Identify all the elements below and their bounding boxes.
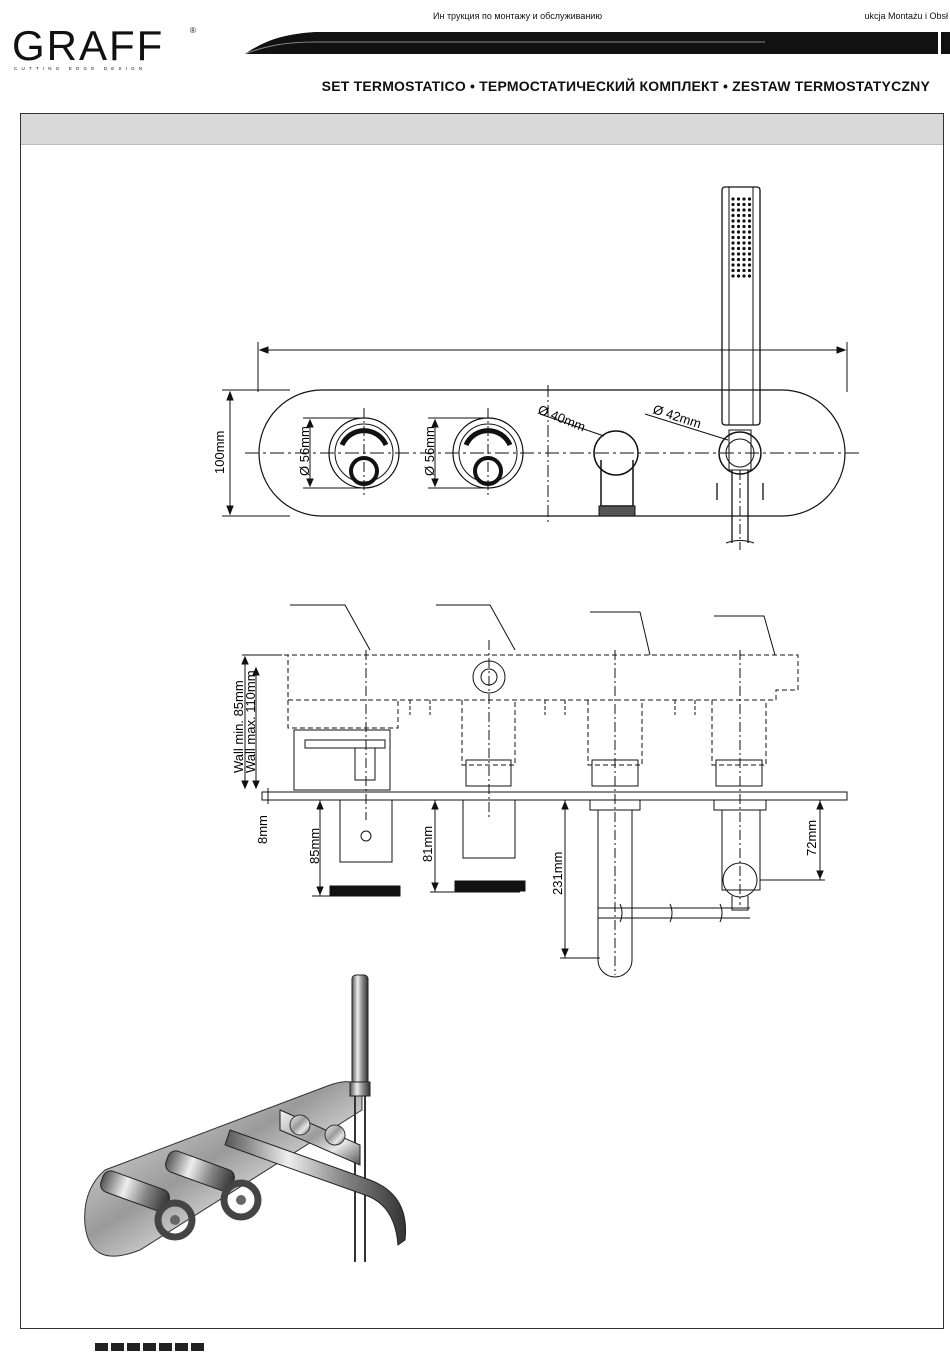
footer-square [191, 1343, 204, 1351]
knob1-diameter-label: Ø 56mm [297, 426, 312, 476]
holder-depth-label: 72mm [804, 820, 819, 856]
spray-dot [742, 214, 745, 217]
footer-square [143, 1343, 156, 1351]
holder-diameter-label: Ø 42mm [651, 402, 703, 432]
spray-dot [748, 263, 751, 266]
spray-dot [742, 258, 745, 261]
spray-dot [748, 252, 751, 255]
spray-dot [748, 258, 751, 261]
spray-dot [742, 263, 745, 266]
spray-dot [737, 247, 740, 250]
product-illustration [85, 975, 406, 1262]
spray-dot [737, 230, 740, 233]
spray-dot [737, 208, 740, 211]
spray-dot [731, 197, 734, 200]
spray-dot [731, 269, 734, 272]
spray-dot [742, 247, 745, 250]
spray-dot [748, 236, 751, 239]
plate-thickness-label: 8mm [255, 815, 270, 844]
footer-square [159, 1343, 172, 1351]
spray-dot [742, 236, 745, 239]
footer-square [95, 1343, 108, 1351]
spray-dot [737, 263, 740, 266]
footer-marker-squares [95, 1343, 204, 1351]
spray-dot [737, 274, 740, 277]
spray-dot [731, 274, 734, 277]
spray-dot [737, 258, 740, 261]
spray-dot [731, 241, 734, 244]
spray-dot [731, 203, 734, 206]
front-view [222, 187, 860, 550]
spray-dot [742, 252, 745, 255]
spray-dot [748, 274, 751, 277]
spray-dot [731, 208, 734, 211]
spout-length-label: 231mm [550, 852, 565, 895]
spray-dot [742, 208, 745, 211]
handle2-depth-label: 81mm [420, 826, 435, 862]
spray-dot [742, 225, 745, 228]
spray-dot [737, 214, 740, 217]
spray-dot [737, 269, 740, 272]
spray-dot [731, 252, 734, 255]
spray-dot [731, 247, 734, 250]
height-dimension-label: 100mm [212, 431, 227, 474]
spray-dot [748, 197, 751, 200]
spray-dot [742, 230, 745, 233]
spray-dot [748, 269, 751, 272]
spray-dot [731, 258, 734, 261]
spray-dot [737, 197, 740, 200]
spray-dot [748, 219, 751, 222]
spray-dot [748, 214, 751, 217]
knob2-diameter-label: Ø 56mm [422, 426, 437, 476]
spray-dot [737, 252, 740, 255]
spray-dot [742, 203, 745, 206]
handshower-spray-pattern [731, 197, 751, 277]
spray-dot [748, 241, 751, 244]
spray-dot [731, 236, 734, 239]
wall-max-label: Wall max. 110mm [243, 670, 258, 773]
spray-dot [737, 225, 740, 228]
spray-dot [731, 214, 734, 217]
spray-dot [742, 241, 745, 244]
spout-diameter-label: Ø 40mm [536, 402, 588, 435]
spray-dot [748, 225, 751, 228]
spray-dot [748, 230, 751, 233]
spray-dot [748, 247, 751, 250]
spray-dot [737, 241, 740, 244]
spray-dot [748, 208, 751, 211]
spray-dot [742, 219, 745, 222]
spray-dot [742, 269, 745, 272]
spray-dot [731, 263, 734, 266]
spray-dot [731, 225, 734, 228]
spray-dot [742, 197, 745, 200]
spray-dot [737, 236, 740, 239]
spray-dot [731, 219, 734, 222]
footer-square [111, 1343, 124, 1351]
spray-dot [737, 219, 740, 222]
spray-dot [748, 203, 751, 206]
handle1-depth-label: 85mm [307, 828, 322, 864]
footer-square [175, 1343, 188, 1351]
side-view [242, 605, 847, 977]
spray-dot [737, 203, 740, 206]
spray-dot [731, 230, 734, 233]
footer-square [127, 1343, 140, 1351]
spray-dot [742, 274, 745, 277]
